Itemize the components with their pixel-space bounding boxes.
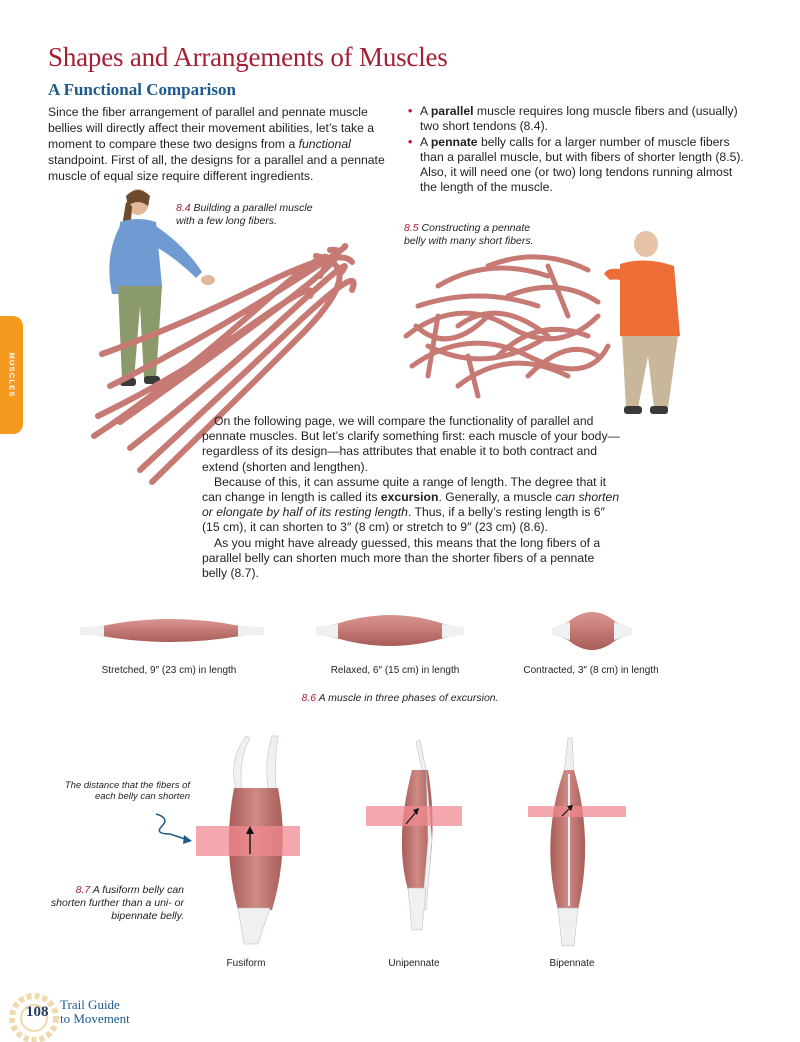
bullet-text: belly calls for a larger number of muscl…: [420, 135, 744, 194]
bullet-list: • A parallel muscle requires long muscle …: [408, 104, 748, 196]
fig-number: 8.4: [176, 202, 191, 214]
fig-caption-text: Constructing a pennate belly with many s…: [404, 222, 534, 247]
body-italic-run: can shorten or elongate by half of its r…: [202, 490, 620, 520]
fig-caption-text: A muscle in three phases of excursion.: [318, 692, 499, 704]
fusiform-muscle: [196, 735, 300, 945]
bullet-marker: •: [408, 135, 413, 149]
gear-logo-icon: [9, 993, 59, 1042]
fig-8-7-caption: 8.7 A fusiform belly can shorten further…: [42, 884, 184, 923]
bullet-parallel: • A parallel muscle requires long muscle …: [408, 104, 748, 134]
label-fusiform: Fusiform: [226, 958, 266, 969]
page-title: Shapes and Arrangements of Muscles: [48, 42, 448, 72]
bullet-text: muscle requires long muscle fibers and (…: [420, 104, 738, 133]
label-contracted: Contracted, 3″ (8 cm) in length: [523, 665, 659, 676]
fig-8-5-illustration: [403, 231, 680, 414]
body-paragraph-1: On the following page, we will compare t…: [202, 414, 620, 474]
muscle-stretched: [80, 619, 264, 642]
intro-italic: functional: [298, 137, 351, 151]
book-title-line-2: to Movement: [60, 1011, 130, 1026]
body-text: On the following page, we will compare t…: [202, 414, 622, 581]
fig-caption-text: A fusiform belly can shorten further tha…: [50, 884, 184, 922]
arrow-up-icon: [246, 826, 254, 834]
label-stretched: Stretched, 9″ (23 cm) in length: [101, 665, 237, 676]
excursion-term: excursion: [380, 490, 439, 505]
person-shoe: [144, 376, 160, 384]
label-relaxed: Relaxed, 6″ (15 cm) in length: [330, 665, 460, 676]
short-fibers: [403, 254, 611, 399]
person-hand: [201, 275, 215, 285]
intro-text-b: standpoint. First of all, the designs fo…: [48, 153, 385, 183]
body-paragraph-3: As you might have already guessed, this …: [202, 535, 601, 581]
fig-8-6-caption: 8.6 A muscle in three phases of excursio…: [0, 692, 800, 705]
bipennate-shortening-band: [528, 806, 626, 817]
body-text-run: Because of this, it can assume quite a r…: [202, 474, 607, 505]
bullet-text: A: [420, 104, 431, 118]
bullet-marker: •: [408, 104, 413, 118]
fig-number: 8.7: [75, 884, 91, 896]
man-shoe: [624, 406, 642, 414]
intro-paragraph: Since the fiber arrangement of parallel …: [48, 104, 388, 184]
man-pants: [622, 336, 678, 408]
body-text-run: . Generally, a muscle: [438, 490, 556, 505]
label-unipennate: Unipennate: [388, 958, 440, 969]
book-title-line-1: Trail Guide: [60, 997, 120, 1012]
bullet-pennate: • A pennate belly calls for a larger numb…: [408, 135, 748, 195]
fig-8-6-illustration: [80, 612, 632, 650]
body-text-run: . Thus, if a belly’s resting length is 6…: [202, 505, 605, 535]
book-title: Trail Guide to Movement: [60, 998, 130, 1026]
person-pants: [118, 286, 162, 380]
page-number: 108: [26, 1004, 49, 1020]
muscle-relaxed: [316, 615, 464, 646]
muscles-side-tab: MUSCLES: [0, 316, 23, 434]
man-shirt: [620, 260, 680, 340]
person-hair: [126, 190, 150, 206]
bullet-text: A: [420, 135, 431, 149]
unipennate-shortening-band: [366, 806, 462, 826]
fig-8-4-illustration: [91, 189, 357, 485]
long-fibers: [91, 243, 357, 485]
fig-8-4-caption: 8.4 Building a parallel muscle with a fe…: [176, 202, 316, 228]
man-head: [634, 231, 658, 257]
man-arm: [604, 268, 630, 284]
muscle-contracted: [552, 612, 632, 650]
person-arm: [109, 226, 128, 294]
side-tab-label: MUSCLES: [7, 352, 16, 398]
unipennate-muscle: [366, 739, 462, 931]
squiggle-arrow-icon: [155, 813, 192, 844]
section-subtitle: A Functional Comparison: [48, 80, 236, 99]
fig-caption-text: Building a parallel muscle with a few lo…: [176, 202, 313, 227]
fig-number: 8.5: [404, 222, 419, 234]
label-bipennate: Bipennate: [549, 958, 595, 969]
distance-note: The distance that the fibers of each bel…: [64, 780, 190, 802]
arrow-diag-icon: [413, 808, 419, 815]
arrow-diag-icon: [567, 805, 573, 811]
fig-8-5-caption: 8.5 Constructing a pennate belly with ma…: [404, 222, 554, 248]
man-shoe: [650, 406, 668, 414]
body-paragraph-2: Because of this, it can assume quite a r…: [202, 475, 622, 536]
person-shirt: [116, 219, 162, 290]
bullet-bold-term: pennate: [430, 135, 478, 149]
bipennate-muscle: [528, 737, 626, 947]
fig-8-7-illustration: [196, 735, 626, 947]
intro-text-a: Since the fiber arrangement of parallel …: [48, 105, 375, 151]
fig-number: 8.6: [301, 692, 317, 704]
person-arm: [156, 226, 202, 278]
bullet-bold-term: parallel: [430, 104, 474, 118]
